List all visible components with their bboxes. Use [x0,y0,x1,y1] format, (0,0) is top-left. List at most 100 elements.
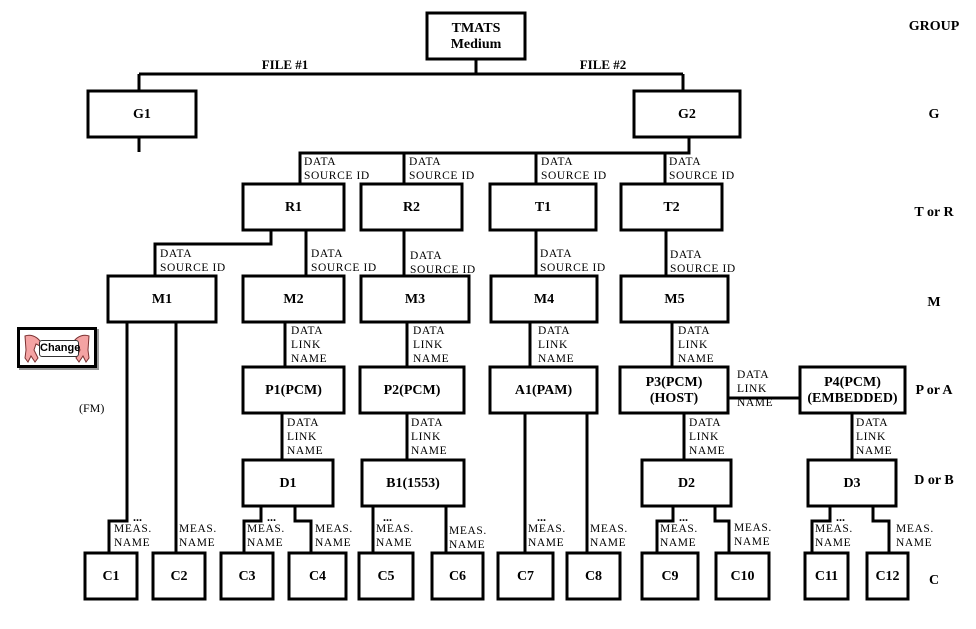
node-c1: C1 [83,551,139,601]
link-label-line: DATA [409,156,441,168]
link-label-line: MEAS. [660,523,698,535]
node-label-line2: (EMBEDDED) [807,391,898,406]
link-label-meas-name: MEAS. NAME [734,522,772,548]
link-label-line: NAME [734,536,770,548]
connector-d2-to-c10 [713,506,731,553]
connector-d3-to-c11 [810,506,832,553]
node-label: C8 [585,569,602,584]
link-label-line: NAME [856,445,892,457]
node-label: D1 [279,476,296,491]
node-box [287,551,348,601]
node-label: T2 [663,200,679,215]
node-label: C6 [449,569,466,584]
link-label-line: NAME [528,537,564,549]
node-box [619,274,730,324]
link-label-line: SOURCE ID [540,262,606,274]
node-r2: R2 [359,182,464,232]
link-label-line: MEAS. [734,522,772,534]
link-label-line: SOURCE ID [311,262,377,274]
node-g1: G1 [86,89,198,139]
node-label-line1: TMATS [452,21,501,36]
link-label-meas-name: MEAS. NAME [179,523,217,549]
level-label-m: M [927,295,940,310]
node-label: G1 [133,107,151,122]
link-label-line: DATA [538,325,570,337]
node-c7: C7 [496,551,555,601]
node-m2: M2 [241,274,346,324]
connector-m1-to-c1 [107,322,129,553]
connector-d2-to-c9 [655,506,675,553]
node-box [488,365,599,415]
change-button[interactable]: Change [17,327,97,368]
node-b1: B1(1553) [360,458,466,508]
link-label-meas-name: MEAS.NAME [590,523,627,549]
node-m4: M4 [489,274,599,324]
node-t2: T2 [619,182,724,232]
link-label-line: SOURCE ID [160,262,226,274]
link-label-line: DATA [670,249,702,261]
node-m5: M5 [619,274,730,324]
link-label-line: NAME [376,537,412,549]
link-label-meas-name: MEAS. NAME [660,523,698,549]
link-label-data-source-id: DATA SOURCE ID [409,156,475,182]
node-c10: C10 [714,551,771,601]
link-labels: DATA SOURCE ID DATA SOURCE ID DATA SOURCE ID D… [79,57,934,551]
node-box [241,182,346,232]
link-label-line: NAME [660,537,696,549]
link-label-line: LINK [856,431,886,443]
link-label-line: NAME [179,537,215,549]
connector-r1-to-m1 [153,230,273,276]
node-box [632,89,742,139]
link-label-line: MEAS. [896,523,934,535]
node-label: C1 [102,569,119,584]
node-c4: C4 [287,551,348,601]
level-label-tr: T or R [914,205,954,220]
link-label-line: NAME [114,537,150,549]
link-label-line: MEAS. [528,523,566,535]
link-label-line: MEAS. [247,523,285,535]
node-label: P1(PCM) [265,383,322,398]
node-label: G2 [678,107,696,122]
node-label: C10 [730,569,754,584]
node-c12: C12 [865,551,910,601]
ellipsis-marker: ... [836,510,845,524]
node-label: M5 [664,292,684,307]
node-p3: P3(PCM)(HOST) [618,365,730,415]
link-label-line: SOURCE ID [304,170,370,182]
node-label: C7 [517,569,534,584]
link-label-line: DATA [410,250,442,262]
node-label-line2: Medium [451,37,502,52]
link-label-line: DATA [311,248,343,260]
link-label-line: MEAS. [449,525,487,537]
node-box [360,458,466,508]
node-box [357,551,415,601]
link-label-line: NAME [815,537,851,549]
link-label-line: MEAS. [179,523,217,535]
link-label-meas-name: MEAS.NAME [315,523,352,549]
link-label-line: NAME [678,353,714,365]
node-box [241,365,346,415]
link-label-line: SOURCE ID [409,170,475,182]
node-label: C2 [170,569,187,584]
link-label-line: DATA [541,156,573,168]
node-a1: A1(PAM) [488,365,599,415]
node-box [430,551,485,601]
link-label-line: DATA [689,417,721,429]
node-m1: M1 [106,274,218,324]
node-c9: C9 [640,551,700,601]
node-label: C3 [238,569,255,584]
ellipsis-marker: ... [679,510,688,524]
node-box [640,551,700,601]
node-box [241,458,335,508]
